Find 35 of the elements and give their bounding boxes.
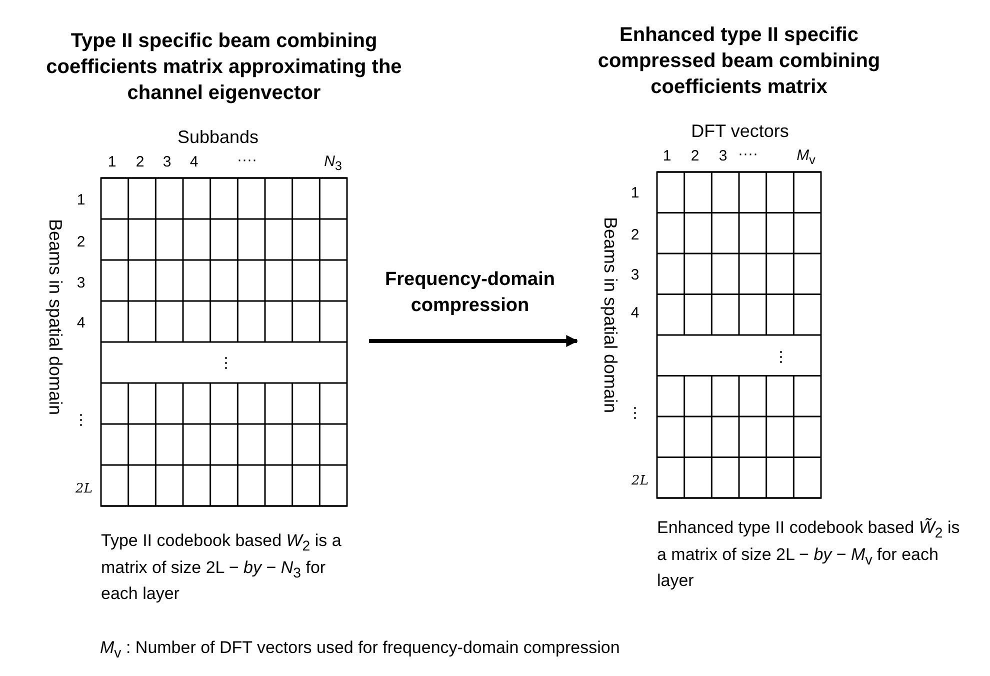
axis-label: Subbands [177, 128, 259, 146]
index-label: ⋮ [218, 356, 234, 370]
index-label: 2 [690, 148, 700, 164]
index-label: ⋮ [628, 406, 642, 420]
index-label: ···· [237, 152, 257, 168]
index-label: 2 [136, 154, 144, 170]
index-label: 1 [108, 154, 116, 170]
index-label: ⋮ [774, 350, 788, 364]
index-label: 3 [76, 276, 86, 290]
matrix-title: Type II specific beam combining coefficients matrix approximating the channel eigenvector [45, 29, 403, 106]
axis-label: Beams in spatial domain [44, 218, 66, 416]
index-label: ⋮ [74, 412, 88, 428]
axis-label: Beams in spatial domain [600, 216, 620, 414]
index-label: ···· [738, 146, 758, 162]
index-label: 1 [630, 186, 640, 200]
footnote: M$_{v}$ : Number of DFT vectors used for frequency-domain compression [100, 638, 620, 662]
index-label: 4 [630, 306, 640, 320]
index-label: 2 [76, 234, 86, 250]
index-label: M$_{v}$ [796, 148, 816, 166]
arrow [369, 335, 578, 347]
index-label: 3 [630, 268, 640, 282]
index-label: 3 [718, 148, 728, 164]
index-label: 1 [76, 192, 86, 208]
matrix-caption: Enhanced type II codebook based W̃$_{2}$ is a matrix of size 2L − by − M$_{v}$ for each layer [657, 517, 961, 592]
index-label: 2L [632, 474, 648, 488]
index-label: 4 [76, 316, 86, 330]
matrix-caption: Type II codebook based W$_{2}$ is a matrix of size 2L − by − N$_{3}$ for each layer [101, 530, 342, 606]
index-label: 2L [76, 482, 92, 496]
index-label: 4 [190, 154, 198, 170]
axis-label: DFT vectors [691, 122, 789, 140]
index-label: N$_{3}$ [324, 154, 342, 172]
matrix-title: Enhanced type II specific compressed beam combining coefficients matrix [596, 23, 882, 100]
index-label: 1 [662, 148, 672, 164]
index-label: 2 [630, 228, 640, 242]
index-label: 3 [162, 154, 172, 170]
